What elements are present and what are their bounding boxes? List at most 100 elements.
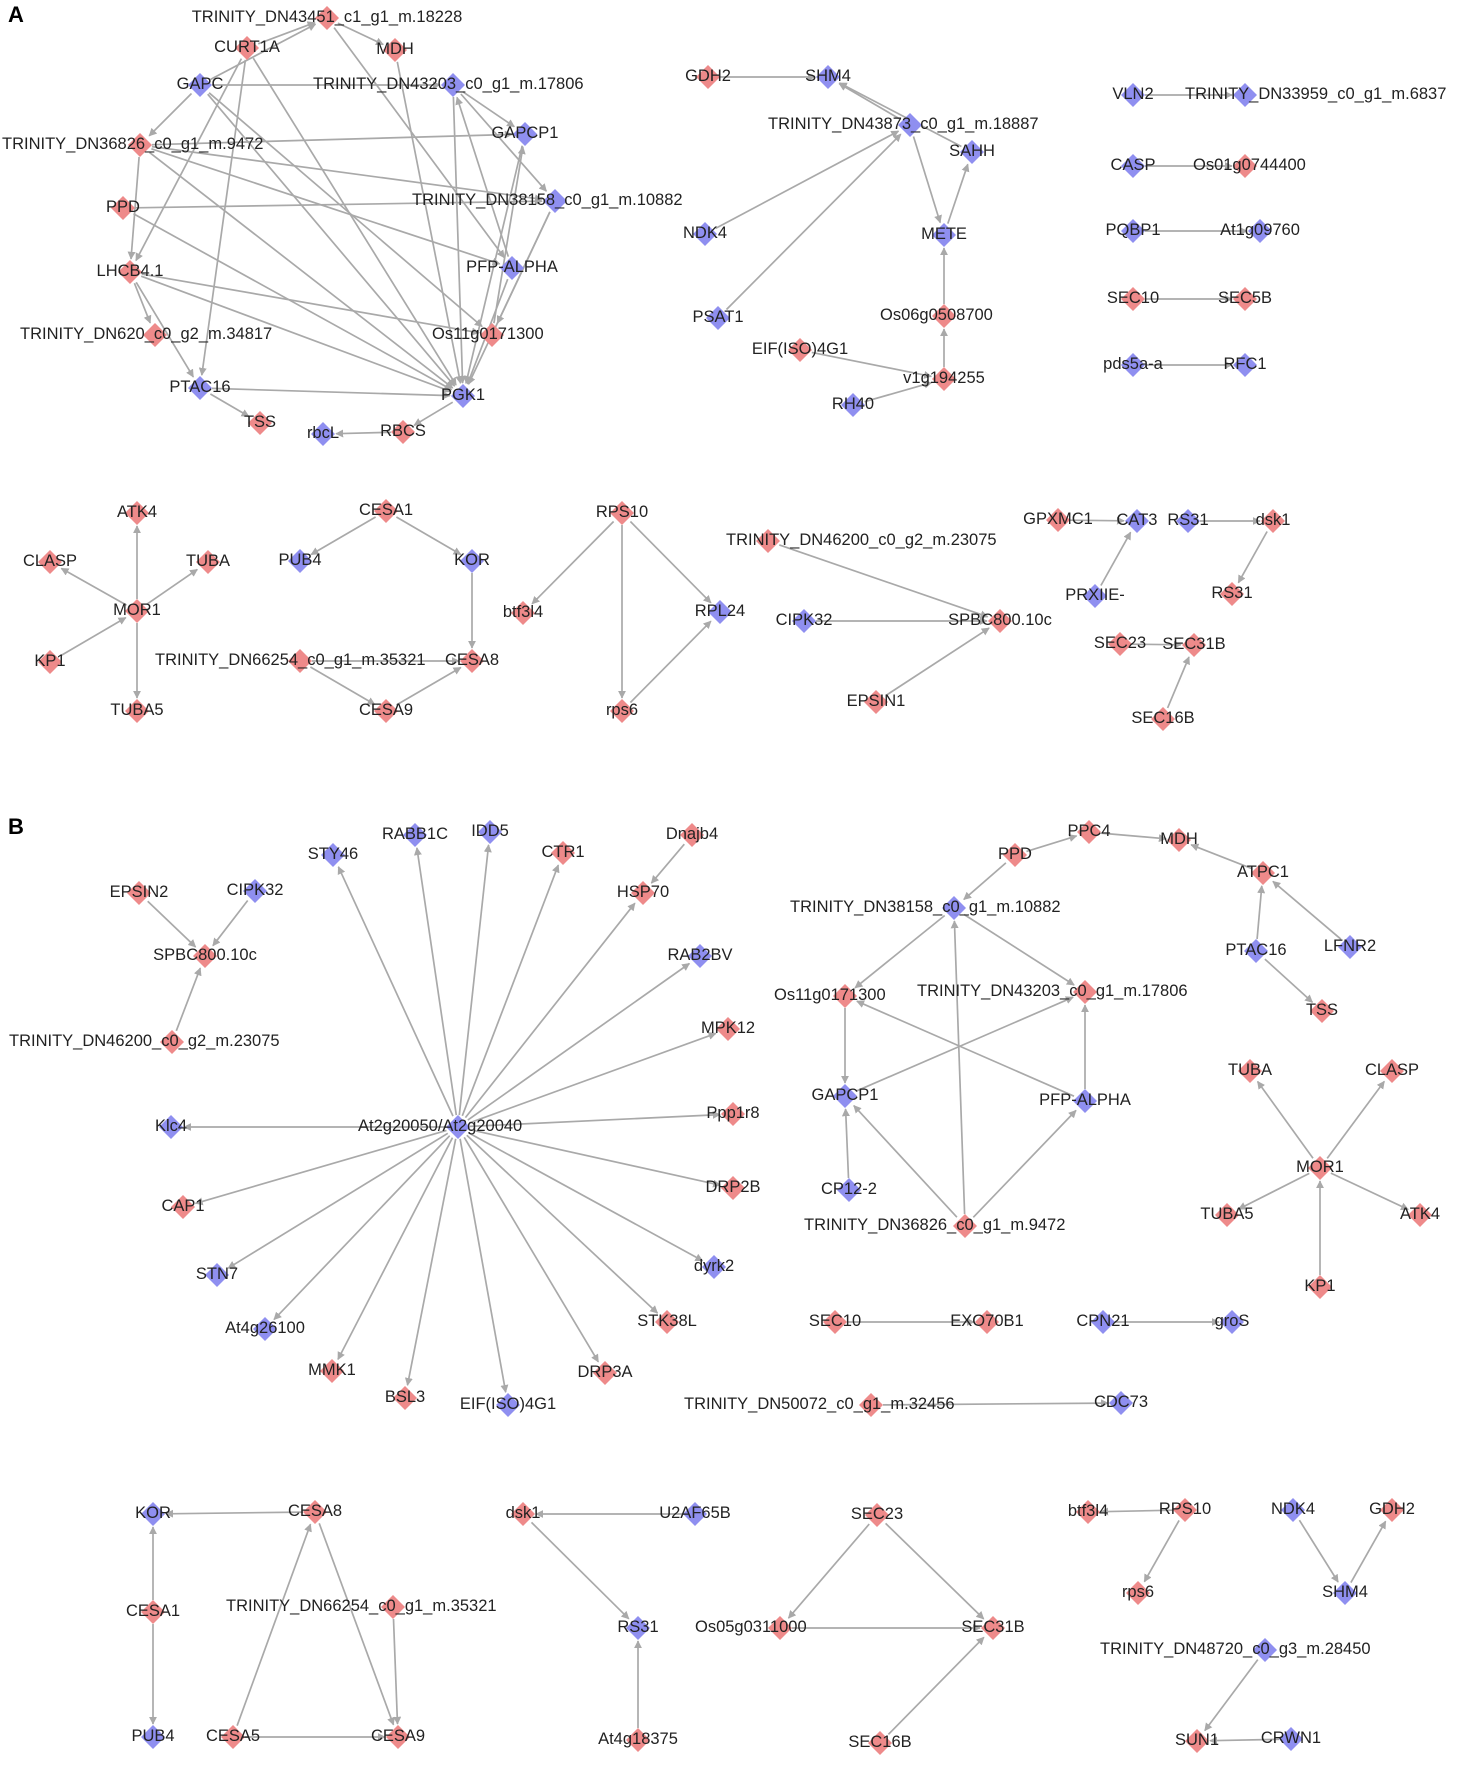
edge-a_sec23-to-a_sec31b: [1131, 640, 1182, 649]
node-b_atk4: ATK4: [1400, 1203, 1440, 1227]
node-marker: [320, 1359, 344, 1383]
edge-b_dn36826-to-b_gapcp1: [853, 1105, 958, 1218]
node-marker: [1233, 287, 1257, 311]
node-a_rbcl: rbcL: [307, 422, 339, 446]
edge-b_mor1-to-b_atk4: [1330, 1172, 1409, 1211]
node-label: STY46: [308, 845, 358, 863]
edge-a_pgk1-to-a_rbcs: [413, 401, 454, 427]
node-a_pgk1: PGK1: [441, 384, 485, 408]
node-a_dn620: TRINITY_DN620_c0_g2_m.34817: [20, 323, 272, 347]
node-marker: [626, 1616, 650, 1640]
edge-a_dn36826-to-a_dn38158: [151, 145, 543, 203]
edge-b_ppc4-to-b_mdh: [1100, 832, 1167, 843]
edge-a_gapc-to-a_dn43451: [210, 23, 317, 81]
node-a_kp1: KP1: [34, 650, 66, 674]
edge-b_hub-to-b_stk38l: [466, 1134, 659, 1314]
node-marker: [693, 222, 717, 246]
node-a_cesa9: CESA9: [359, 699, 413, 723]
node-marker: [932, 304, 956, 328]
node-a_rs31a: RS31: [1167, 509, 1209, 533]
node-label: CURT1A: [214, 38, 280, 56]
node-a_os01: Os01g0744400: [1193, 154, 1306, 178]
edge-b_rps10-to-b_btf3l4: [1100, 1507, 1174, 1516]
node-b_drp3a: DRP3A: [577, 1361, 633, 1385]
edge-a_ppd-to-a_dn38158: [134, 197, 543, 209]
node-label: SPBC800.10c: [153, 946, 257, 964]
node-marker: [823, 1310, 847, 1334]
node-label: MPK12: [701, 1019, 755, 1037]
edge-a_rps6-to-a_rpl24: [629, 620, 712, 704]
node-a_sec23: SEC23: [1094, 632, 1146, 656]
edge-a_eif-to-a_v1g: [811, 351, 933, 379]
edge-a_gapc-to-a_dn36826: [148, 92, 193, 137]
node-marker: [374, 499, 398, 523]
node-a_dn36826: TRINITY_DN36826_c0_g1_m.9472: [2, 133, 263, 157]
edge-b_cipk32-to-b_spbc: [212, 899, 249, 947]
node-marker: [1173, 1498, 1197, 1522]
node-marker: [1121, 353, 1145, 377]
edge-a_curt1a-to-a_ptac16: [198, 59, 247, 376]
node-marker: [942, 896, 966, 920]
node-label: EIF(ISO)4G1: [460, 1395, 556, 1413]
node-a_mete: METE: [921, 223, 967, 247]
node-marker: [253, 1317, 277, 1341]
node-label: MOR1: [113, 601, 161, 619]
edge-b_rps10-to-b_rps6: [1143, 1519, 1180, 1583]
node-marker: [1185, 1729, 1209, 1753]
node-b_kor: KOR: [135, 1502, 171, 1526]
node-label: CLASP: [1365, 1061, 1419, 1079]
node-a_dn33959: TRINITY_DN33959_c0_g1_m.6837: [1185, 83, 1446, 107]
node-label: CESA9: [371, 1727, 425, 1745]
node-b_os05: Os05g0311000: [695, 1616, 807, 1640]
node-a_dsk1: dsk1: [1256, 509, 1290, 533]
node-marker: [1261, 509, 1285, 533]
edge-b_dsk1-to-b_rs31: [530, 1521, 630, 1620]
node-marker: [837, 1178, 861, 1202]
node-marker: [235, 36, 259, 60]
node-marker: [1233, 154, 1257, 178]
node-marker: [688, 944, 712, 968]
node-label: MMK1: [308, 1361, 356, 1379]
node-b_ptac16: PTAC16: [1225, 939, 1287, 963]
node-b_cesa8: CESA8: [288, 1500, 342, 1524]
node-label: RPS10: [596, 503, 648, 521]
node-marker: [696, 65, 720, 89]
edge-b_hub-to-b_cap1: [194, 1129, 447, 1206]
node-marker: [932, 223, 956, 247]
node-label: CRWN1: [1261, 1729, 1321, 1747]
node-marker: [932, 367, 956, 391]
edge-b_sec23-to-b_sec31b: [885, 1522, 985, 1620]
node-label: NDK4: [683, 224, 727, 242]
edge-a_rh40-to-a_v1g: [864, 380, 933, 403]
node-a_curt1a: CURT1A: [214, 36, 280, 60]
node-b_dn66254: TRINITY_DN66254_c0_g1_m.35321: [226, 1595, 497, 1619]
node-marker: [706, 306, 730, 330]
node-label: SEC5B: [1218, 289, 1272, 307]
node-marker: [1046, 508, 1070, 532]
node-b_lfnr2: LFNR2: [1324, 935, 1376, 959]
node-b_sty46: STY46: [308, 843, 358, 867]
node-b_dn48720: TRINITY_DN48720_c0_g3_m.28450: [1100, 1638, 1371, 1662]
node-marker: [864, 690, 888, 714]
edge-b_cesa8-to-b_kor: [165, 1509, 304, 1518]
node-marker: [788, 338, 812, 362]
edge-b_hub-to-b_dyrk2: [468, 1132, 704, 1262]
node-b_ppd: PPD: [998, 843, 1032, 867]
node-a_tss: TSS: [244, 411, 276, 435]
node-a_dn38158: TRINITY_DN38158_c0_g1_m.10882: [412, 189, 683, 213]
edge-b_pfp-to-b_os11: [856, 1000, 1075, 1097]
node-label: KOR: [135, 1504, 171, 1522]
node-label: ATK4: [117, 503, 157, 521]
node-marker: [381, 1595, 405, 1619]
edge-a_sahh-to-a_shm4: [838, 82, 962, 148]
node-marker: [460, 549, 484, 573]
node-marker: [1244, 939, 1268, 963]
node-a_cat3: CAT3: [1117, 509, 1157, 533]
node-label: CESA8: [445, 651, 499, 669]
node-marker: [543, 189, 567, 213]
node-marker: [288, 649, 312, 673]
edge-a_gapc-to-a_pgk1: [207, 93, 456, 387]
edge-b_hub-to-b_eif: [459, 1138, 509, 1393]
node-b_gros: groS: [1215, 1310, 1249, 1334]
